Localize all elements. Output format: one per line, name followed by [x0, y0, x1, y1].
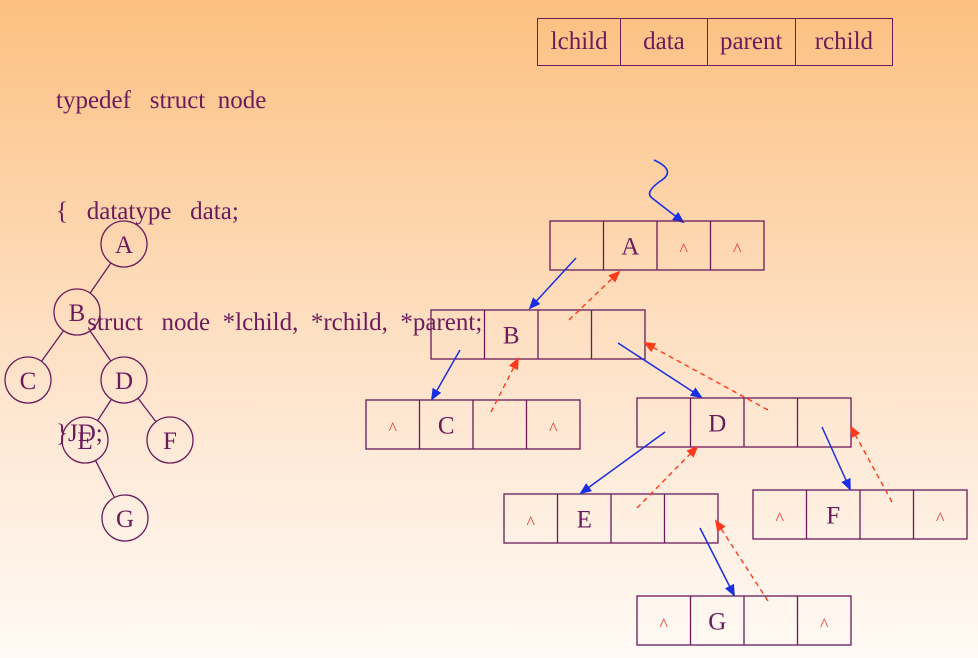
null-marker-rchild: ^ [820, 615, 829, 635]
linked-node-G: ^ G ^ [636, 595, 852, 646]
null-marker-rchild: ^ [936, 509, 945, 529]
code-line: struct node *lchild, *rchild, *parent; [56, 309, 483, 336]
tree-node-G: G [101, 494, 149, 542]
child-link-E-G [699, 527, 735, 597]
node-data-label: C [438, 413, 455, 440]
legend-field-parent: parent [708, 19, 796, 65]
code-line: typedef struct node [56, 87, 267, 114]
node-data-label: G [708, 609, 726, 636]
tree-node-label: C [20, 368, 37, 395]
struct-definition-code: typedef struct node { datatype data; str… [56, 8, 482, 489]
parent-link-E-D [636, 445, 699, 509]
tree-node-circle [100, 220, 148, 268]
code-line: }JD; [56, 420, 103, 447]
null-marker-parent: ^ [680, 240, 689, 260]
null-marker-rchild: ^ [733, 240, 742, 260]
tree-edge-B-C [40, 330, 65, 362]
node-data-label: E [577, 507, 592, 534]
child-link-D-F [821, 426, 851, 491]
tree-node-C: C [4, 356, 52, 404]
tree-edge-E-G [94, 460, 116, 498]
tree-node-label: D [115, 368, 133, 395]
code-line: { datatype data; [56, 198, 239, 225]
null-marker-lchild: ^ [660, 615, 669, 635]
tree-node-circle [101, 494, 149, 542]
tree-node-circle [100, 356, 148, 404]
null-marker-lchild: ^ [389, 419, 398, 439]
legend-field-data: data [621, 19, 708, 65]
tree-node-D: D [100, 356, 148, 404]
tree-node-label: F [163, 428, 177, 455]
node-field-legend: lchild data parent rchild [537, 18, 893, 66]
child-link-B-C [431, 349, 461, 401]
node-data-label: F [826, 503, 840, 530]
tree-node-label: G [116, 506, 134, 533]
parent-link-C-B [490, 357, 519, 413]
tree-node-B: B [53, 288, 101, 336]
parent-link-G-E [714, 519, 769, 602]
linked-node-D: D [636, 397, 852, 448]
tree-edge-D-F [137, 397, 157, 423]
node-data-label: B [503, 323, 520, 350]
child-link-D-E [579, 431, 666, 495]
legend-field-rchild: rchild [814, 28, 874, 55]
null-marker-rchild: ^ [549, 419, 558, 439]
legend-field-lchild: lchild [538, 19, 622, 65]
linked-node-F: ^ F ^ [752, 489, 968, 540]
tree-node-A: A [100, 220, 148, 268]
tree-node-E: E [61, 416, 109, 464]
tree-node-circle [4, 356, 52, 404]
linked-node-A: A ^ ^ [549, 220, 765, 271]
tree-node-label: B [69, 300, 86, 327]
node-data-label: D [708, 411, 726, 438]
parent-link-F-D [850, 425, 893, 503]
tree-edge-B-D [89, 330, 112, 362]
parent-link-D-B [643, 342, 769, 411]
node-data-label: A [621, 234, 639, 261]
parent-link-B-A [568, 270, 621, 321]
tree-edge-D-E [96, 398, 113, 422]
tree-node-circle [53, 288, 101, 336]
child-link-A-B [528, 257, 577, 310]
null-marker-lchild: ^ [527, 513, 536, 533]
tree-node-F: F [146, 416, 194, 464]
linked-node-C: ^ C ^ [365, 399, 581, 450]
root-pointer-squiggle [648, 159, 685, 224]
tree-node-circle [61, 416, 109, 464]
tree-node-label: E [77, 428, 92, 455]
tree-node-label: A [115, 232, 133, 259]
linked-node-E: ^E [503, 493, 719, 544]
linked-node-B: B [430, 309, 646, 360]
tree-edge-A-B [89, 262, 112, 294]
child-link-B-D [617, 342, 703, 399]
tree-node-circle [146, 416, 194, 464]
null-marker-lchild: ^ [776, 509, 785, 529]
